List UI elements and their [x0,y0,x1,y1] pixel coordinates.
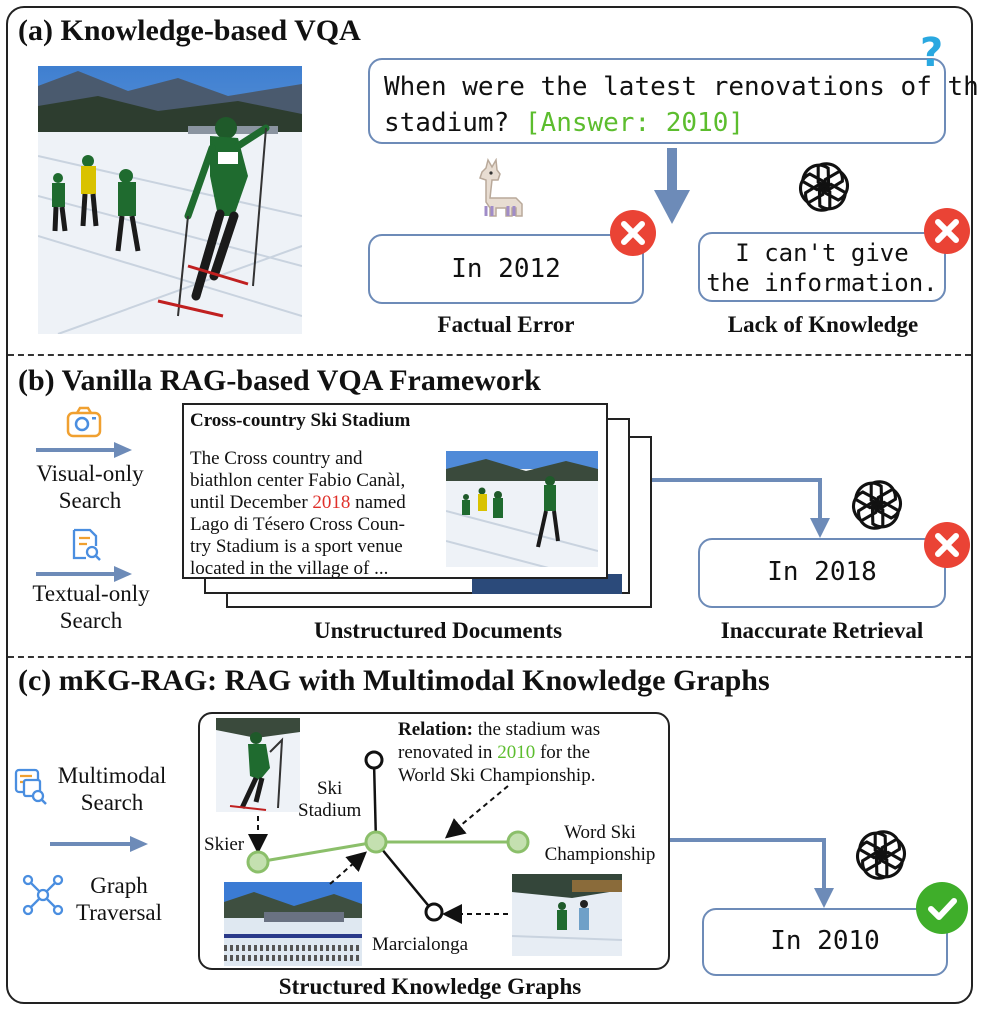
node-ski-stadium [364,830,388,854]
check-icon [916,882,968,934]
gpt-answer-box [698,232,946,302]
error-icon [924,522,970,568]
doc-line: The Cross country and [190,448,363,469]
ski-line1: Ski [316,778,343,799]
doc-line: Lago di Tésero Cross Coun- [190,514,405,535]
relation-year: 2010 [497,742,536,763]
node-skier-label: Skier [204,834,245,855]
document-title: Cross-country Ski Stadium [190,410,411,431]
llama-answer-box [368,234,644,304]
caption-factual-error: Factual Error [437,312,575,337]
node-top [364,750,384,770]
llama-answer: In 2012 [451,254,561,284]
word-line2: Championship [544,844,656,865]
section-a-title: (a) Knowledge-based VQA [18,14,361,47]
gpt-answer-line2: the information. [706,269,938,297]
skier-thumbnail [216,718,300,812]
knowledge-graph [246,750,530,924]
section-c-title: (c) mKG-RAG: RAG with Multimodal Knowled… [18,664,770,697]
mkg-answer: In 2010 [770,926,880,956]
graph-line1: Graph [90,873,148,898]
relation-text2-suffix: for the [535,742,591,763]
question-line2: stadium? [Answer: 2010] [384,108,744,138]
doc-line3-suffix: named [350,492,406,513]
question-box [368,58,946,144]
node-world-ski [506,830,530,854]
llama-icon [479,158,523,217]
rag-answer-box [698,538,946,608]
skier-photo [38,66,302,334]
chatgpt-icon [855,830,907,880]
answer-tag: [Answer: 2010] [524,108,745,138]
caption-structured-kg: Structured Knowledge Graphs [278,974,582,999]
node-world-ski-label: Word Ski Championship [534,822,666,866]
textual-search-line1: Textual-only [32,581,150,606]
gpt-answer-line1: I can't give [735,239,909,267]
multimodal-search-label: Multimodal Search [52,762,172,816]
error-icon [924,208,970,254]
node-ski-stadium-label: Ski Stadium [298,778,361,822]
caption-inaccurate-retrieval: Inaccurate Retrieval [720,618,924,643]
visual-only-search-label: Visual-only Search [20,460,160,514]
node-skier [246,850,270,874]
marcialonga-thumbnail [512,874,622,956]
relation-text2-prefix: renovated in [398,742,498,763]
caption-lack-knowledge: Lack of Knowledge [727,312,919,337]
document-search-icon [72,528,101,561]
divider [8,656,971,658]
chatgpt-icon [851,480,903,530]
multimodal-line2: Search [80,790,144,815]
rag-answer: In 2018 [767,557,877,587]
document-text: The Cross country and biathlon center Fa… [190,448,406,580]
graph-traversal-icon [22,874,64,916]
textual-search-line2: Search [59,608,123,633]
graph-answer-arrow [670,838,834,908]
graph-traversal-label: Graph Traversal [64,872,174,926]
error-icon [610,210,656,256]
ski-line2: Stadium [298,800,362,821]
graph-line2: Traversal [75,900,163,925]
chatgpt-icon [795,158,853,216]
visual-search-line2: Search [58,488,122,513]
camera-icon [66,406,102,438]
visual-search-arrow [36,442,132,458]
question-line1: When were the latest renovations of this [384,72,981,102]
doc-line: biathlon center Fabio Canàl, [190,470,406,491]
doc-line: until December 2018 named [190,492,406,514]
textual-search-arrow [36,566,132,582]
question-text: stadium? [384,108,510,138]
textual-only-search-label: Textual-only Search [16,580,166,634]
down-arrow [654,148,690,224]
divider [8,354,971,356]
multimodal-line1: Multimodal [57,763,167,788]
visual-search-line1: Visual-only [36,461,144,486]
gpt-answer: I can't give the information. [698,238,946,298]
word-line1: Word Ski [564,822,636,843]
doc-year: 2018 [312,492,351,513]
section-b-title: (b) Vanilla RAG-based VQA Framework [18,364,541,397]
multimodal-search-icon [14,768,47,805]
relation-text1: the stadium was [472,719,601,740]
relation-label: Relation: [398,719,473,740]
document-photo [446,451,598,567]
mkg-answer-box [702,908,948,976]
relation-text3: World Ski Championship. [398,765,596,786]
caption-unstructured-docs: Unstructured Documents [313,618,563,643]
node-marcialonga-label: Marcialonga [372,934,469,955]
node-marcialonga [424,902,444,922]
doc-line: try Stadium is a sport venue [190,536,403,557]
retrieval-arrow [652,478,830,538]
stadium-thumbnail [224,882,362,966]
relation-text: Relation: the stadium was renovated in 2… [398,718,600,787]
doc-line3-prefix: until December [190,492,313,513]
question-mark-icon: ? [920,30,944,76]
doc-line: located in the village of ... [190,558,389,579]
multimodal-search-arrow [50,836,148,852]
